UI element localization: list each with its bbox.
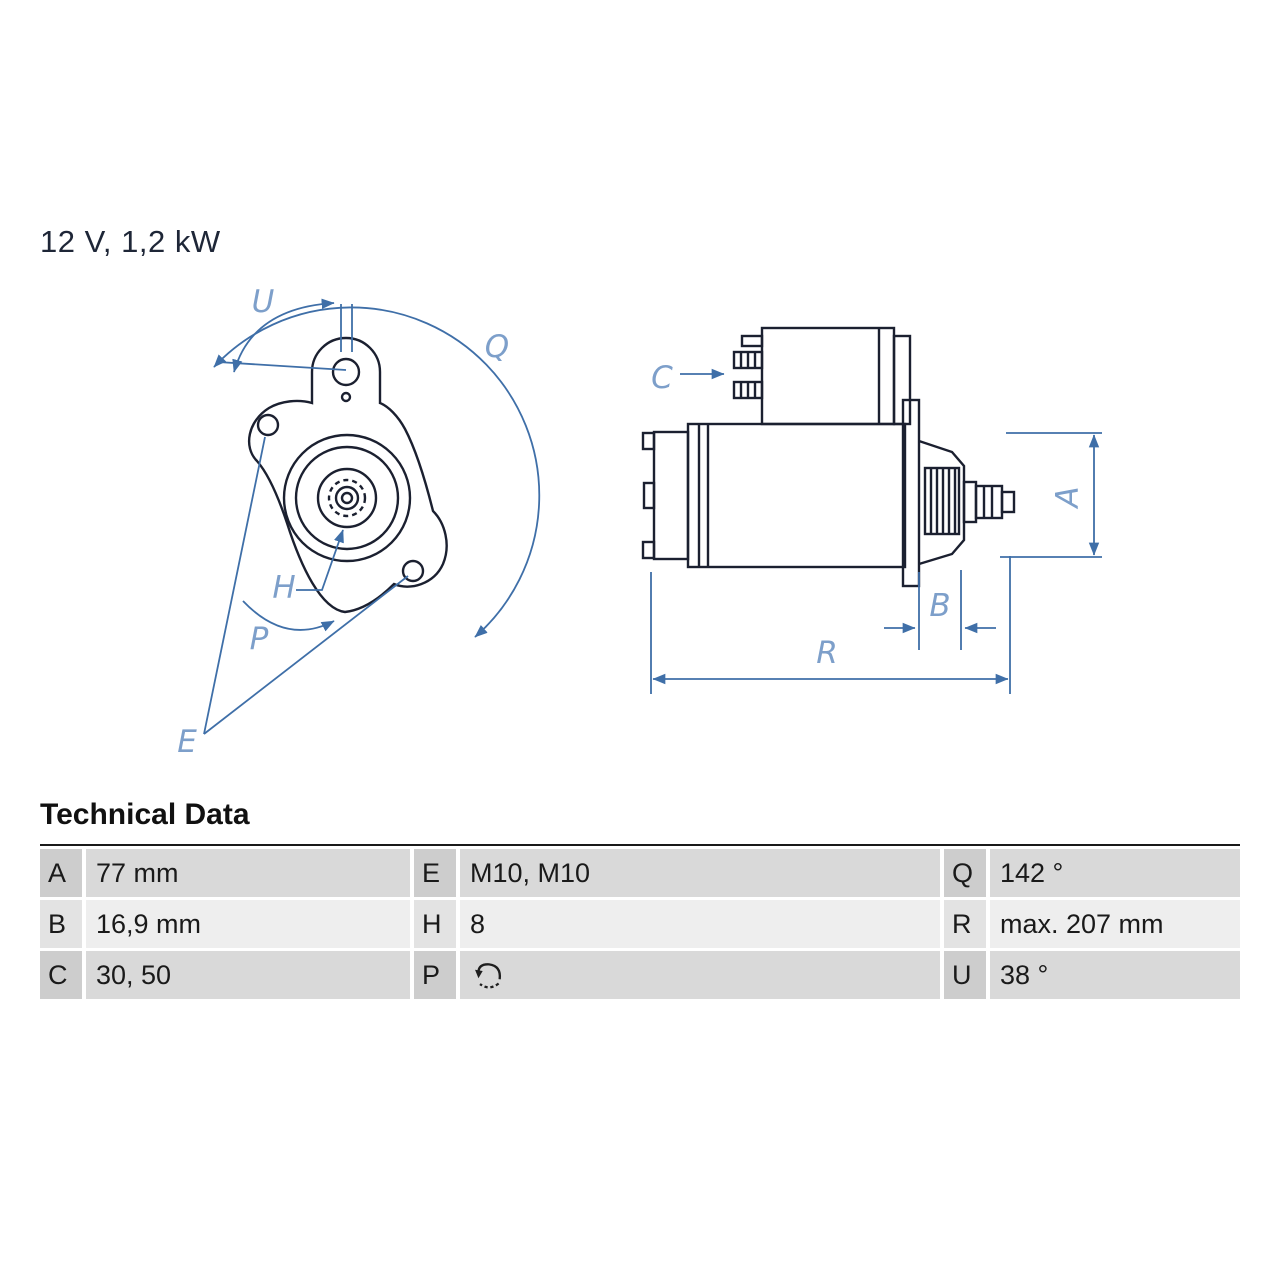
technical-data-title: Technical Data	[40, 798, 250, 831]
shaft-tip	[1000, 490, 1016, 514]
tab-small-hole	[340, 391, 352, 403]
mount-flange-plate	[901, 398, 921, 588]
bore-circle	[316, 467, 378, 529]
dim-p-rotation-arrow	[242, 600, 335, 632]
technical-data-table: A 77 mm E M10, M10 Q 142 ° B 16,9 mm H 8…	[40, 844, 1240, 999]
dim-label-u: U	[252, 284, 275, 320]
dim-label-h: H	[272, 570, 295, 606]
voltage-power-spec: 12 V, 1,2 kW	[40, 224, 221, 259]
spline-circle	[334, 485, 360, 511]
tab-hole	[331, 357, 361, 387]
dim-h-leader	[296, 529, 344, 591]
end-cap-tab-bottom	[641, 540, 656, 560]
shaft-nose	[974, 484, 1004, 520]
table-row: A 77 mm E M10, M10 Q 142 °	[40, 849, 1240, 897]
end-cap-tab-mid	[642, 481, 656, 510]
dim-value-p	[460, 951, 940, 999]
shaft-collar	[962, 480, 978, 524]
motor-end-cap	[652, 430, 690, 561]
spline-teeth-circle	[327, 478, 367, 518]
dim-label-r: R	[816, 635, 838, 671]
dim-value-c: 30, 50	[86, 951, 410, 999]
dim-e-leader-left	[203, 436, 266, 735]
dim-value-u: 38 °	[990, 951, 1240, 999]
side-view-drawing	[641, 326, 1016, 588]
dim-value-e: M10, M10	[460, 849, 940, 897]
dim-key-u: U	[944, 951, 986, 999]
dim-value-r: max. 207 mm	[990, 900, 1240, 948]
dim-key-e: E	[414, 849, 456, 897]
shaft-center-hole	[340, 491, 354, 505]
technical-data-section: Technical Data A 77 mm E M10, M10 Q 142 …	[40, 798, 1240, 999]
dim-value-q: 142 °	[990, 849, 1240, 897]
dim-label-b: B	[929, 588, 950, 624]
product-technical-drawing: U Q H P E C A B R	[177, 284, 1102, 760]
rotation-ccw-icon	[475, 963, 502, 989]
dim-label-e: E	[177, 724, 197, 760]
dim-label-c: C	[651, 360, 673, 396]
dim-key-h: H	[414, 900, 456, 948]
boss-outer-circle	[282, 433, 412, 563]
motor-body	[686, 422, 907, 569]
dim-value-a: 77 mm	[86, 849, 410, 897]
dim-key-b: B	[40, 900, 82, 948]
dimension-labels: U Q H P E C A B R	[177, 284, 1086, 760]
dim-key-p: P	[414, 951, 456, 999]
side-view-dimensions	[650, 368, 1102, 694]
dim-key-c: C	[40, 951, 82, 999]
dim-label-q: Q	[485, 329, 509, 365]
dim-key-r: R	[944, 900, 986, 948]
dim-key-q: Q	[944, 849, 986, 897]
front-view-dimensions	[203, 298, 541, 735]
table-row: C 30, 50 P U 38 °	[40, 951, 1240, 999]
table-row: B 16,9 mm H 8 R max. 207 mm	[40, 900, 1240, 948]
mount-hole-left	[256, 413, 280, 437]
dim-label-p: P	[250, 621, 269, 657]
dim-q-arc	[213, 306, 541, 638]
boss-inner-circle	[294, 445, 400, 551]
spade-terminal	[740, 334, 764, 348]
dim-value-b: 16,9 mm	[86, 900, 410, 948]
solenoid-body	[760, 326, 896, 426]
dim-label-a: A	[1050, 486, 1086, 509]
dim-key-a: A	[40, 849, 82, 897]
dim-e-leader-right	[203, 575, 409, 735]
dim-value-h: 8	[460, 900, 940, 948]
end-cap-tab-top	[641, 431, 656, 451]
